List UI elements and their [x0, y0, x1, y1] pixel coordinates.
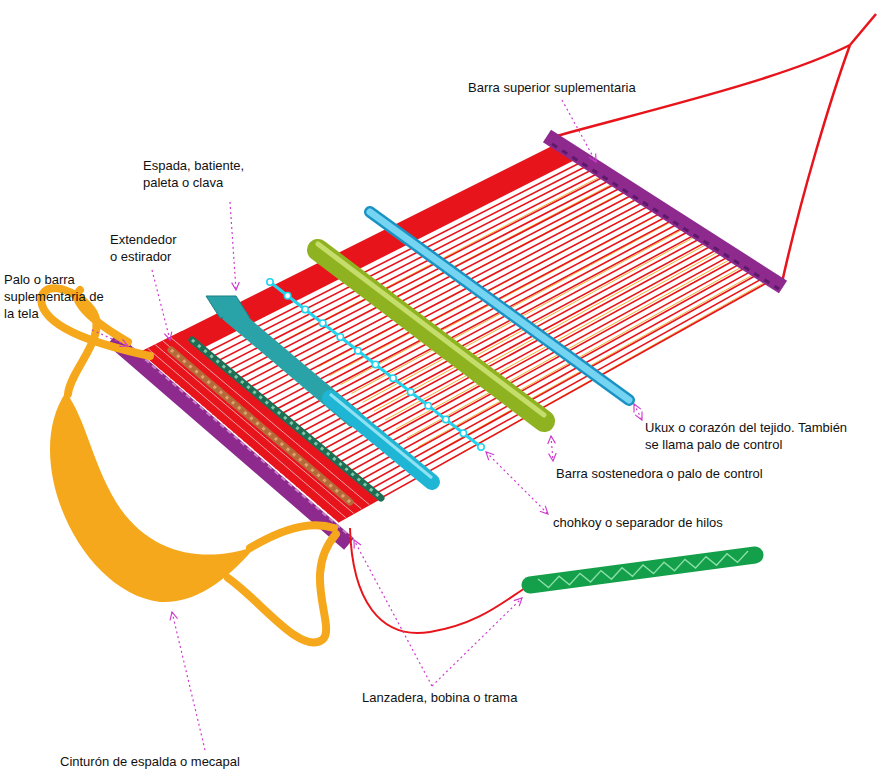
- cord: [850, 14, 876, 45]
- leader-line: [92, 330, 128, 346]
- leader-line: [432, 598, 522, 686]
- part-label: Ukux o corazón del tejido. También se ll…: [645, 420, 860, 454]
- warp-thread: [181, 171, 602, 387]
- heddle-loop: [372, 361, 378, 367]
- heddle-loop: [267, 279, 273, 285]
- heddle-loop: [337, 334, 343, 340]
- part-label: Cinturón de espalda o mecapal: [60, 754, 310, 771]
- sword-highlight: [330, 394, 432, 478]
- sword-rod: [330, 398, 432, 482]
- heddle-loop: [390, 375, 396, 381]
- cloth-bar-ties: [118, 336, 352, 538]
- warp-thread: [238, 211, 664, 436]
- cloth-bar: [112, 339, 349, 544]
- leader-line: [354, 540, 432, 686]
- warp-thread: [254, 222, 681, 450]
- cord: [781, 45, 850, 287]
- heddle-loop: [407, 389, 413, 395]
- leader-line: [172, 612, 205, 750]
- weft-thread: [350, 528, 530, 633]
- leader-line: [230, 202, 236, 290]
- extender-dots: [171, 350, 350, 502]
- heddle-loop: [443, 416, 449, 422]
- shuttle-thread: [538, 551, 748, 588]
- weft-line: [155, 344, 354, 513]
- warp-band: [140, 143, 579, 369]
- weft-line: [148, 348, 346, 517]
- holding-bar: [318, 250, 544, 421]
- part-label: Palo o barra suplementaria de la tela: [4, 272, 104, 323]
- backstrap: [41, 288, 336, 642]
- heddle-loop: [355, 348, 361, 354]
- leader-line: [551, 436, 553, 461]
- warp-thread: [233, 207, 659, 432]
- part-label: Barra sostenedora o palo de control: [556, 466, 816, 483]
- heddle-loop: [460, 430, 466, 436]
- weave-lines: [148, 337, 370, 518]
- upper-bar: [547, 136, 783, 287]
- heddle-loop: [284, 293, 290, 299]
- heddle-loop: [425, 403, 431, 409]
- leader-line: [486, 452, 548, 514]
- leader-line: [562, 100, 596, 162]
- part-label: Barra superior suplementaria: [468, 80, 668, 97]
- part-label: Espada, batiente, paleta o clava: [143, 158, 268, 192]
- part-label: Lanzadera, bobina o trama: [362, 690, 562, 707]
- leader-line: [152, 270, 170, 340]
- part-label: Extendedor o estirador: [110, 232, 185, 266]
- warp-thread: [244, 215, 670, 441]
- weft-line: [163, 341, 362, 509]
- control-stick: [370, 212, 629, 400]
- warp-thread: [275, 236, 704, 468]
- shuttle-zigzag: [538, 551, 748, 588]
- heddle-loop: [302, 306, 308, 312]
- strap-loop: [41, 288, 150, 394]
- leader-lines: [92, 100, 642, 750]
- strap-loop: [250, 525, 334, 548]
- warp-thread: [249, 218, 676, 445]
- warp-thread: [265, 229, 693, 459]
- warp-thread: [259, 226, 687, 455]
- leader-line: [634, 404, 642, 420]
- extender-rod: [171, 350, 350, 502]
- backstrap-body: [50, 392, 256, 602]
- control-stick-highlight: [370, 212, 629, 400]
- holding-bar-highlight: [318, 244, 544, 415]
- heddle-loop: [320, 320, 326, 326]
- warp-thread: [228, 204, 653, 428]
- upper-bar-ties: [552, 144, 779, 289]
- heddle-loop: [478, 444, 484, 450]
- part-label: chohkoy o separador de hilos: [553, 515, 773, 532]
- woven-cloth: [140, 331, 381, 522]
- warp-thread: [270, 233, 698, 464]
